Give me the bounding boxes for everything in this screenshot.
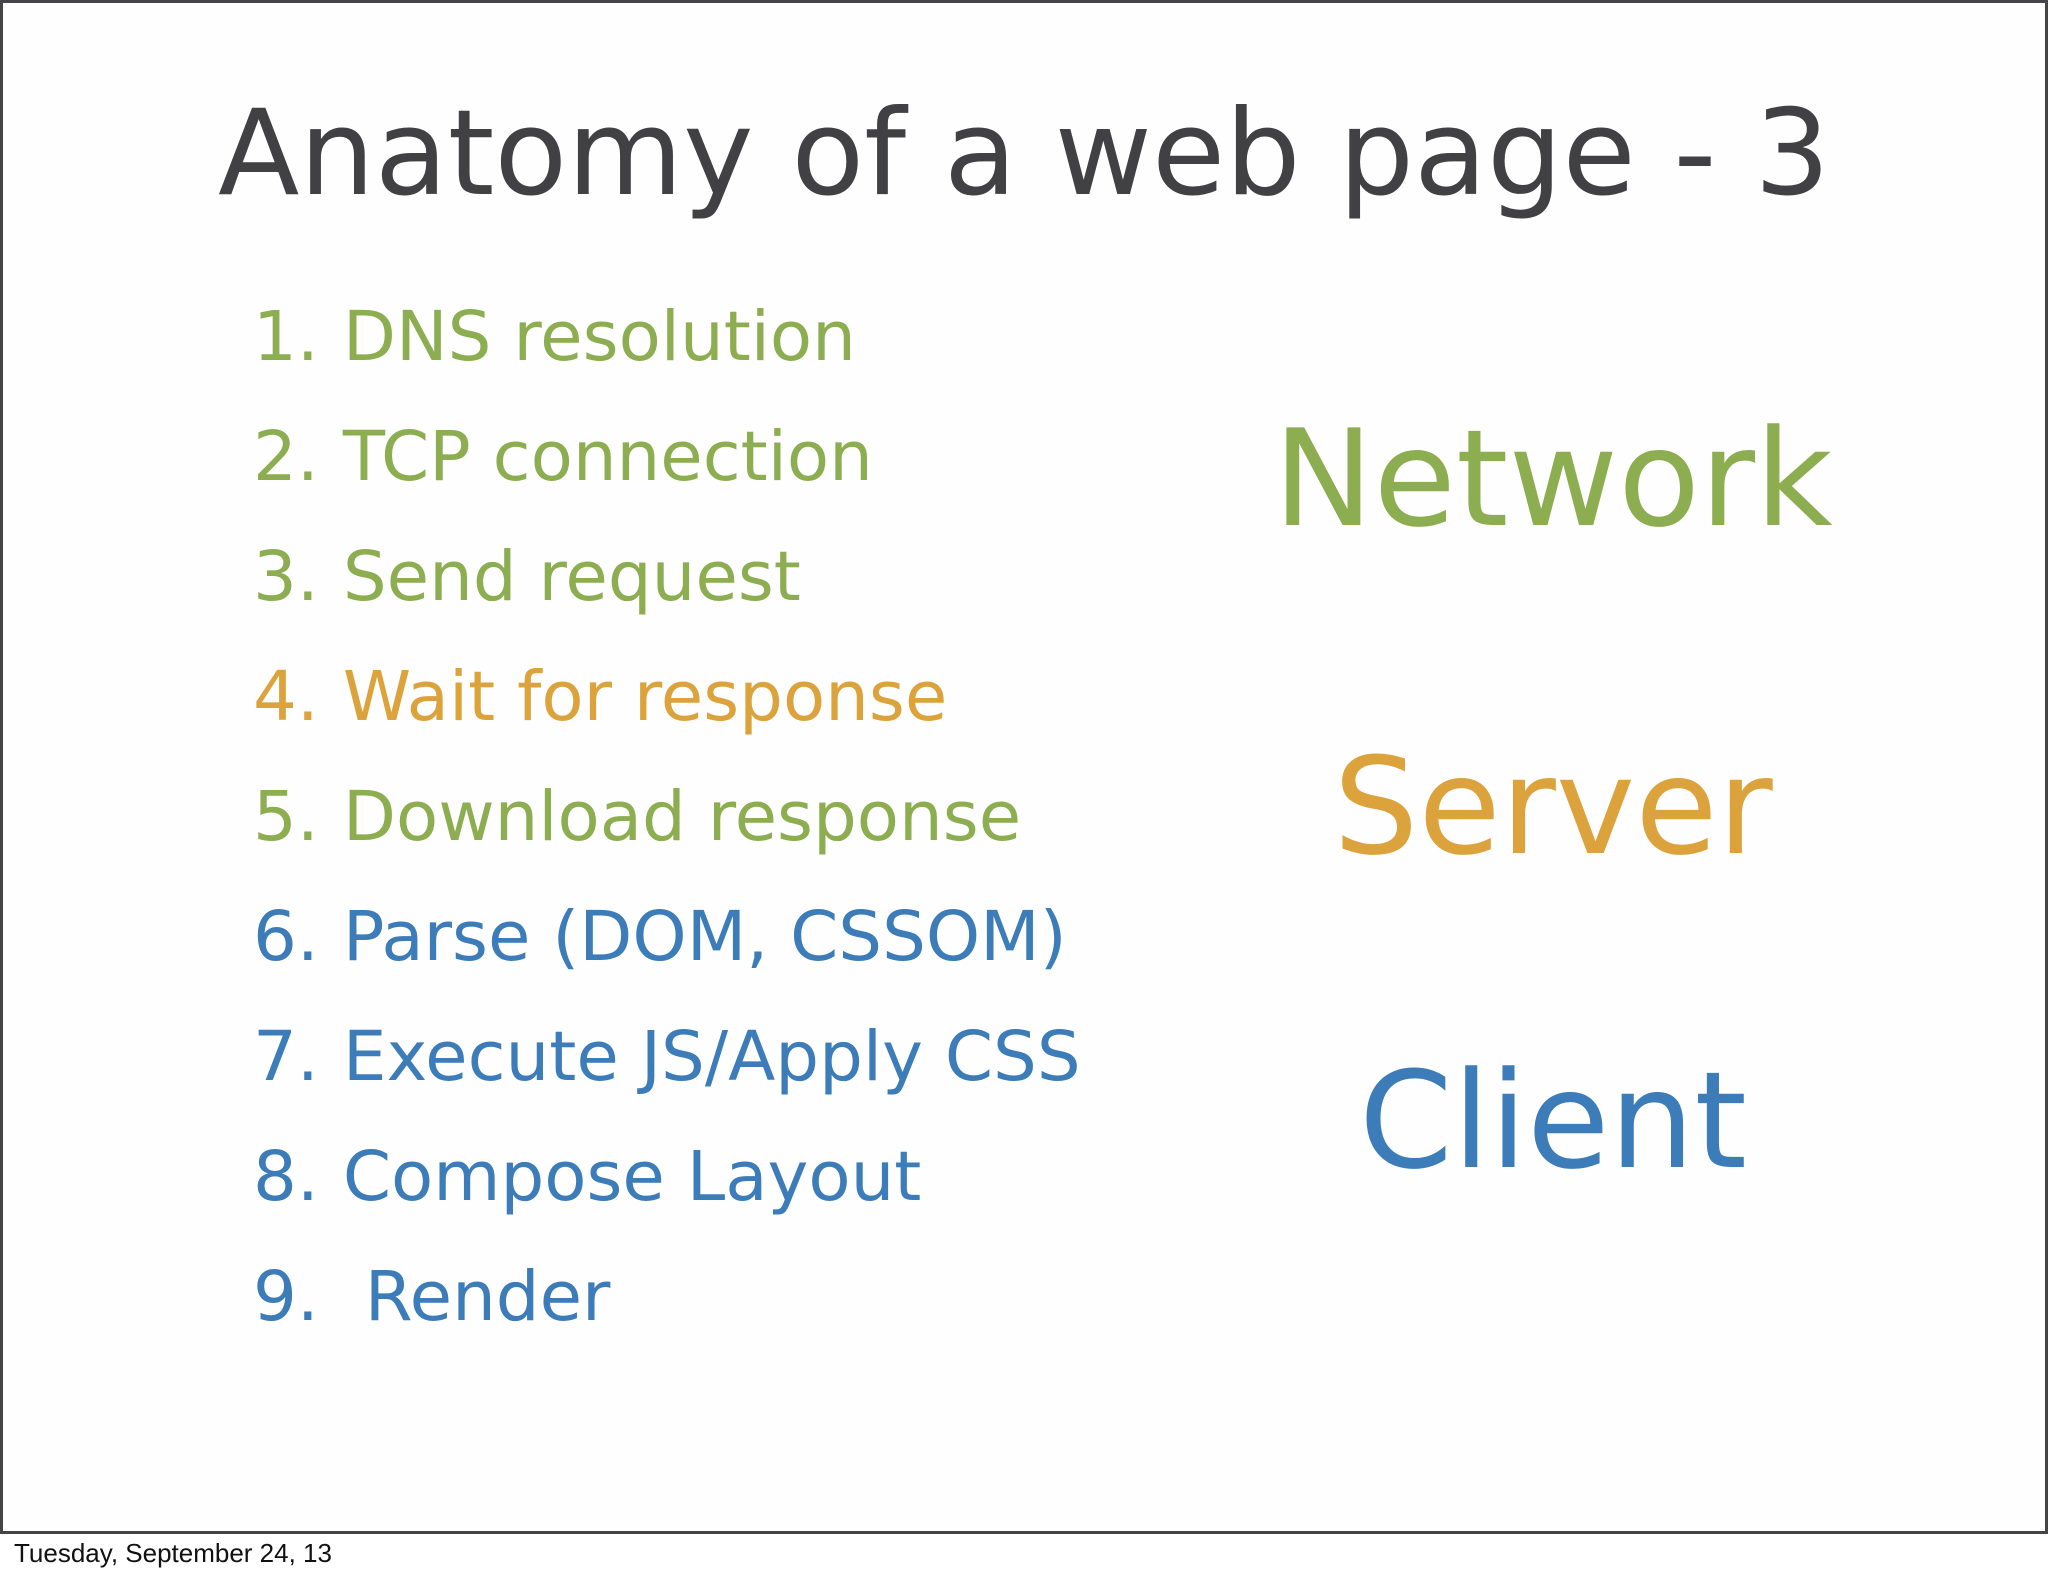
- step-item: 6. Parse (DOM, CSSOM): [253, 877, 1081, 997]
- step-number: 4.: [253, 656, 319, 737]
- step-item: 4. Wait for response: [253, 637, 1081, 757]
- step-number: 5.: [253, 776, 319, 857]
- step-number: 3.: [253, 536, 319, 617]
- step-number: 1.: [253, 296, 319, 377]
- step-label: Parse (DOM, CSSOM): [342, 896, 1067, 977]
- step-item: 3. Send request: [253, 517, 1081, 637]
- step-item: 1. DNS resolution: [253, 277, 1081, 397]
- step-item: 9. Render: [253, 1237, 1081, 1357]
- slide-title: Anatomy of a web page - 3: [217, 85, 1831, 223]
- legend-server-label: Server: [1333, 729, 1773, 885]
- step-number: 6.: [253, 896, 319, 977]
- step-label: DNS resolution: [342, 296, 856, 377]
- step-label: Send request: [342, 536, 801, 617]
- legend-network-label: Network: [1273, 401, 1833, 557]
- step-label: TCP connection: [342, 416, 873, 497]
- footer-date: Tuesday, September 24, 13: [14, 1538, 332, 1568]
- step-label: Compose Layout: [342, 1136, 922, 1217]
- step-item: 8. Compose Layout: [253, 1117, 1081, 1237]
- step-number: 9.: [253, 1256, 319, 1337]
- step-label: Execute JS/Apply CSS: [342, 1016, 1081, 1097]
- steps-list: 1. DNS resolution 2. TCP connection 3. S…: [253, 277, 1081, 1357]
- step-item: 5. Download response: [253, 757, 1081, 877]
- slide: Anatomy of a web page - 3 1. DNS resolut…: [0, 0, 2048, 1534]
- step-number: 8.: [253, 1136, 319, 1217]
- step-number: 7.: [253, 1016, 319, 1097]
- step-label: Download response: [342, 776, 1022, 857]
- step-number: 2.: [253, 416, 319, 497]
- legend-client-label: Client: [1359, 1043, 1747, 1199]
- step-label: Wait for response: [342, 656, 948, 737]
- step-label: Render: [342, 1256, 611, 1337]
- step-item: 7. Execute JS/Apply CSS: [253, 997, 1081, 1117]
- step-item: 2. TCP connection: [253, 397, 1081, 517]
